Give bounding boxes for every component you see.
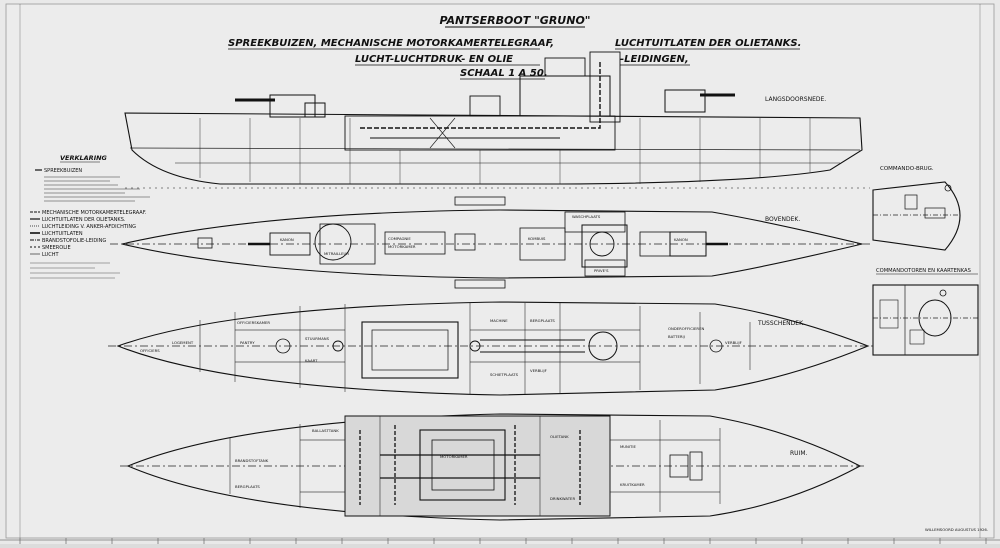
tusschendek-label: BATTERIJ — [668, 334, 685, 339]
legend-item: LUCHTUITLATEN — [42, 231, 83, 237]
legend-item: SMEEROLIE — [42, 245, 71, 251]
bottom-scale-strip — [0, 538, 1000, 544]
longitudinal-section: LANGSDOORSNEDE. — [124, 51, 870, 189]
bovendek-label: MITRAILLEUR — [324, 251, 349, 256]
bovendek-label: COMPAGNIE — [388, 236, 411, 241]
tusschendek-plan: OFFICIERSKAMER OFFICIERS LOGEMENT PANTRY… — [108, 301, 875, 396]
label-tusschendek: TUSSCHENDEK. — [757, 320, 805, 327]
tusschendek-label: ONDEROFFICIEREN — [668, 326, 704, 331]
ruim-plan: BALLASTTANK MOTORKAMER OLIETANK DRINKWAT… — [120, 413, 865, 521]
legend-item: BRANDSTOFOLIE-LEIDING — [42, 238, 106, 244]
bovendek-label: PRIVE'S — [594, 268, 609, 273]
scale-label: SCHAAL 1 A 50. — [460, 68, 548, 79]
legend-item: LUCHTLEIDING V. ANKER-AFDICHTING — [42, 224, 136, 230]
ruim-label: OLIETANK — [550, 434, 569, 439]
profile-funnel — [589, 51, 621, 123]
tusschendek-label: LOGEMENT — [172, 340, 194, 345]
fore-turret — [269, 94, 316, 118]
title-line-1-left: SPREEKBUIZEN, MECHANISCHE MOTORKAMERTELE… — [228, 38, 554, 49]
legend-item: LUCHT — [42, 252, 59, 258]
label-langsdoorsnede: LANGSDOORSNEDE. — [765, 96, 826, 103]
lifeboat — [454, 279, 506, 289]
legend-item: MECHANISCHE MOTORKAMERTELEGRAAF. — [42, 210, 147, 216]
ruim-label: MOTORKAMER — [440, 454, 468, 459]
label-bovendek: BOVENDEK. — [765, 216, 800, 223]
ruim-label: BRANDSTOFTANK — [235, 458, 269, 463]
tusschendek-label: OFFICIERS — [140, 348, 160, 353]
signature-stamp: WILLEMSOORD AUGUSTUS 1926. — [925, 527, 988, 532]
bovendek-plan: KANON MITRAILLEUR COMPAGNIE MOTORKAMER K… — [110, 196, 870, 289]
tusschendek-label: VERBLIJF — [530, 368, 547, 373]
tusschendek-label: SCHIETPLAATS — [490, 372, 519, 377]
profile-tower — [544, 57, 586, 77]
legend-item: SPREEKBUIZEN — [44, 168, 82, 174]
title-line-1-right: LUCHTUITLATEN DER OLIETANKS. — [615, 38, 801, 49]
commandotoren-plan: COMMANDOTOREN EN KAARTENKAS — [872, 268, 979, 356]
label-ruim: RUIM. — [790, 450, 808, 457]
tusschendek-label: STUURMANS — [305, 336, 330, 341]
profile-hull — [124, 112, 863, 185]
title-block: PANTSERBOOT "GRUNO" SPREEKBUIZEN, MECHAN… — [228, 14, 801, 80]
aft-turret — [664, 89, 706, 113]
title-line-2-right: -LEIDINGEN, — [620, 54, 689, 65]
lifeboat — [454, 196, 506, 206]
tusschendek-label: MACHINE — [490, 318, 508, 323]
bovendek-label: MOTORKAMER — [388, 244, 416, 249]
bovendek-label: KANON — [674, 237, 688, 242]
legend: VERKLARING SPREEKBUIZEN MECHANISCHE MOTO… — [30, 154, 150, 279]
ruim-label: BERGPLAATS — [235, 484, 260, 489]
ruim-label: KRUITKAMER — [620, 482, 645, 487]
legend-title: VERKLARING — [60, 154, 108, 162]
bovendek-label: WASCHPLAATS — [572, 214, 601, 219]
label-commandotoren: COMMANDOTOREN EN KAARTENKAS — [876, 268, 971, 274]
tusschendek-label: BERGPLAATS — [530, 318, 555, 323]
title-line-2-left: LUCHT-LUCHTDRUK- EN OLIE — [355, 54, 513, 65]
commando-brug-plan: COMMANDO-BRUG. — [872, 166, 961, 251]
label-commando-brug: COMMANDO-BRUG. — [880, 166, 934, 172]
ruim-label: BALLASTTANK — [312, 428, 339, 433]
ruim-engine-room — [344, 415, 611, 517]
toren-outline — [872, 284, 979, 356]
tusschendek-label: OFFICIERSKAMER — [237, 320, 270, 325]
bovendek-label: KANON — [280, 237, 294, 242]
tusschendek-label: VERBLIJF — [725, 340, 742, 345]
legend-item: LUCHTUITLATEN DER OLIETANKS. — [42, 217, 126, 223]
tusschendek-label: KAART — [305, 358, 318, 363]
main-title: PANTSERBOOT "GRUNO" — [439, 14, 590, 27]
tusschendek-label: PANTRY — [240, 340, 255, 345]
tusschendek-hatch — [361, 321, 459, 379]
ruim-label: MUNITIE — [620, 444, 636, 449]
bovendek-label: KOMBUIS — [528, 236, 546, 241]
ruim-label: DRINKWATER — [550, 496, 575, 501]
